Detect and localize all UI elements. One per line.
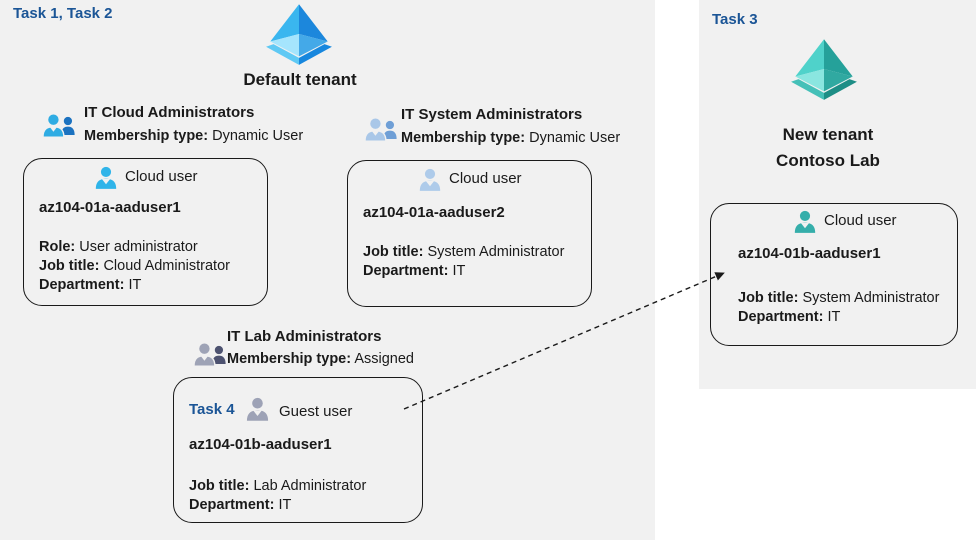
- membership-value: Assigned: [354, 351, 414, 367]
- user-fields: Job title: System Administrator Departme…: [363, 243, 564, 281]
- field-value: System Administrator: [802, 290, 940, 306]
- field-value: User administrator: [79, 239, 198, 255]
- user-type-label: Cloud user: [824, 212, 897, 229]
- field-label: Job title:: [39, 258, 100, 274]
- membership-label: Membership type:: [401, 130, 526, 146]
- membership-type-lab-admins: Membership type: Assigned: [227, 351, 414, 367]
- guest-user-card: Task 4 Guest user az104-01b-aaduser1 Job…: [173, 377, 423, 523]
- cloud-user-icon: [93, 165, 119, 191]
- field-job-title: Job title: Lab Administrator: [189, 477, 366, 496]
- field-department: Department: IT: [189, 496, 366, 515]
- field-role: Role: User administrator: [39, 238, 230, 257]
- new-tenant-title-line2: Contoso Lab: [776, 151, 880, 170]
- cloud-user-icon: [792, 209, 818, 235]
- username: az104-01a-aaduser1: [39, 199, 181, 216]
- group-icon-system-admins: [362, 115, 400, 144]
- field-job-title: Job title: Cloud Administrator: [39, 257, 230, 276]
- field-label: Department:: [363, 263, 449, 279]
- field-job-title: Job title: System Administrator: [738, 289, 939, 308]
- group-name-lab-admins: IT Lab Administrators: [227, 328, 382, 345]
- field-value: IT: [278, 497, 292, 513]
- membership-label: Membership type:: [84, 128, 209, 144]
- task-4-label: Task 4: [189, 401, 235, 418]
- user-fields: Job title: Lab Administrator Department:…: [189, 477, 366, 515]
- user-type-label: Cloud user: [449, 170, 522, 187]
- default-tenant-region: [0, 0, 655, 540]
- user-card-aaduser2: Cloud user az104-01a-aaduser2 Job title:…: [347, 160, 592, 307]
- azure-ad-tenant-icon-teal: [790, 38, 858, 100]
- cloud-user-icon: [417, 167, 443, 193]
- username: az104-01b-aaduser1: [189, 436, 332, 453]
- field-value: IT: [128, 277, 142, 293]
- tasks-1-2-label: Task 1, Task 2: [13, 5, 113, 22]
- new-tenant-user-card: Cloud user az104-01b-aaduser1 Job title:…: [710, 203, 958, 346]
- new-tenant-title-line1: New tenant: [782, 125, 874, 144]
- membership-type-system-admins: Membership type: Dynamic User: [401, 130, 620, 146]
- username: az104-01b-aaduser1: [738, 245, 881, 262]
- user-fields: Job title: System Administrator Departme…: [738, 289, 939, 327]
- membership-type-cloud-admins: Membership type: Dynamic User: [84, 128, 303, 144]
- field-label: Role:: [39, 239, 76, 255]
- group-name-system-admins: IT System Administrators: [401, 106, 583, 123]
- task-3-label: Task 3: [712, 11, 758, 28]
- field-value: IT: [827, 309, 841, 325]
- field-label: Job title:: [738, 290, 799, 306]
- user-fields: Role: User administrator Job title: Clou…: [39, 238, 230, 295]
- username: az104-01a-aaduser2: [363, 204, 505, 221]
- group-icon-lab-admins: [191, 340, 229, 369]
- azure-ad-tenant-icon-blue: [265, 3, 333, 65]
- field-department: Department: IT: [738, 308, 939, 327]
- user-card-aaduser1: Cloud user az104-01a-aaduser1 Role: User…: [23, 158, 268, 306]
- membership-label: Membership type:: [227, 351, 352, 367]
- guest-user-icon: [244, 396, 271, 423]
- user-type-label: Guest user: [279, 403, 353, 420]
- field-label: Department:: [738, 309, 824, 325]
- field-value: System Administrator: [427, 244, 565, 260]
- new-tenant-title: New tenant Contoso Lab: [699, 122, 957, 174]
- field-label: Job title:: [363, 244, 424, 260]
- field-value: IT: [452, 263, 466, 279]
- membership-value: Dynamic User: [529, 130, 621, 146]
- user-type-label: Cloud user: [125, 168, 198, 185]
- field-label: Department:: [39, 277, 125, 293]
- field-department: Department: IT: [39, 276, 230, 295]
- field-job-title: Job title: System Administrator: [363, 243, 564, 262]
- field-department: Department: IT: [363, 262, 564, 281]
- field-label: Job title:: [189, 478, 250, 494]
- group-icon-cloud-admins: [40, 111, 78, 140]
- membership-value: Dynamic User: [212, 128, 304, 144]
- default-tenant-title: Default tenant: [243, 70, 357, 89]
- field-value: Lab Administrator: [253, 478, 367, 494]
- field-value: Cloud Administrator: [103, 258, 230, 274]
- group-name-cloud-admins: IT Cloud Administrators: [84, 104, 255, 121]
- field-label: Department:: [189, 497, 275, 513]
